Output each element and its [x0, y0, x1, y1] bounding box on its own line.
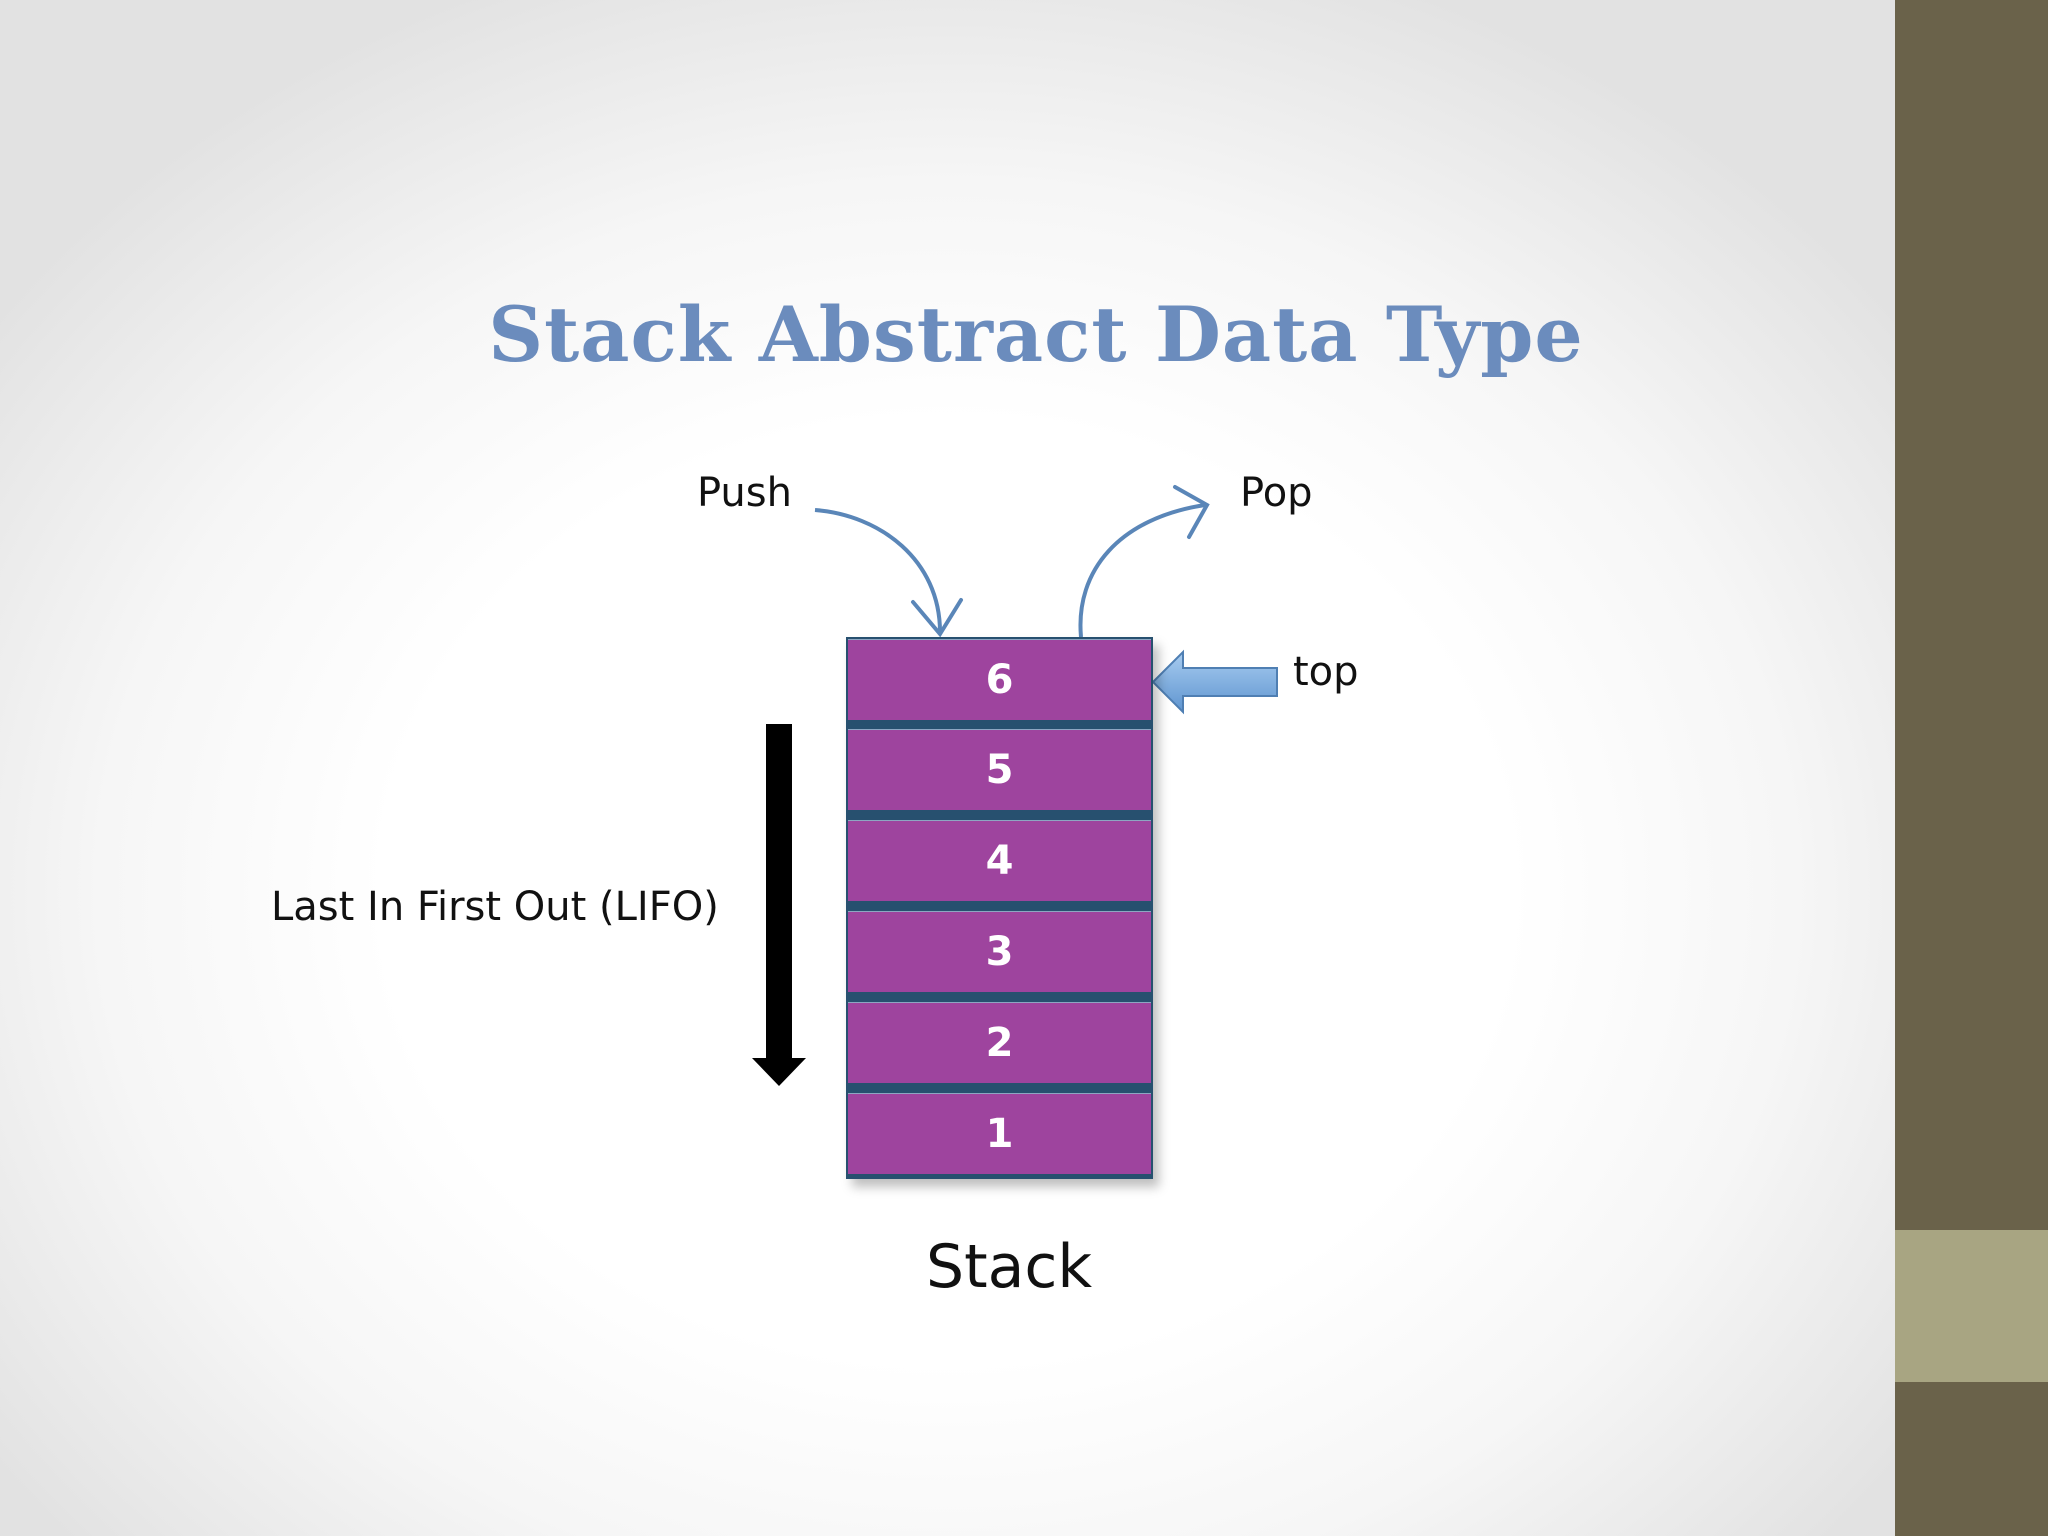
sidebar-band-bottom	[1895, 1382, 2048, 1536]
slide-canvas: Stack Abstract Data Type Push Pop top La…	[0, 0, 1895, 1536]
pop-arrow	[1078, 503, 1206, 638]
push-arrow	[814, 508, 942, 633]
lifo-arrow-shaft	[766, 724, 792, 1064]
slide-title: Stack Abstract Data Type	[488, 290, 1584, 379]
top-pointer-arrow	[1151, 649, 1278, 715]
slide-sidebar	[1895, 0, 2048, 1536]
stack-cell-4: 4	[848, 820, 1151, 901]
stack-cell-3: 3	[848, 911, 1151, 992]
stack-cell-5: 5	[848, 729, 1151, 810]
lifo-label: Last In First Out (LIFO)	[271, 884, 719, 930]
push-label: Push	[697, 470, 792, 516]
sidebar-band-accent	[1895, 1230, 2048, 1382]
stack-cell-2: 2	[848, 1002, 1151, 1083]
lifo-arrowhead	[752, 1058, 806, 1086]
pop-label: Pop	[1240, 470, 1313, 516]
pop-arrowhead	[1173, 485, 1210, 539]
stack-container: 6 5 4 3 2 1	[846, 637, 1153, 1179]
top-label: top	[1293, 649, 1359, 695]
stack-cell-6: 6	[848, 639, 1151, 720]
diagram-arrows	[752, 485, 1278, 1086]
push-arrowhead	[911, 598, 963, 638]
stack-caption: Stack	[926, 1232, 1093, 1302]
stack-cell-1: 1	[848, 1093, 1151, 1174]
sidebar-band-top	[1895, 0, 2048, 1230]
